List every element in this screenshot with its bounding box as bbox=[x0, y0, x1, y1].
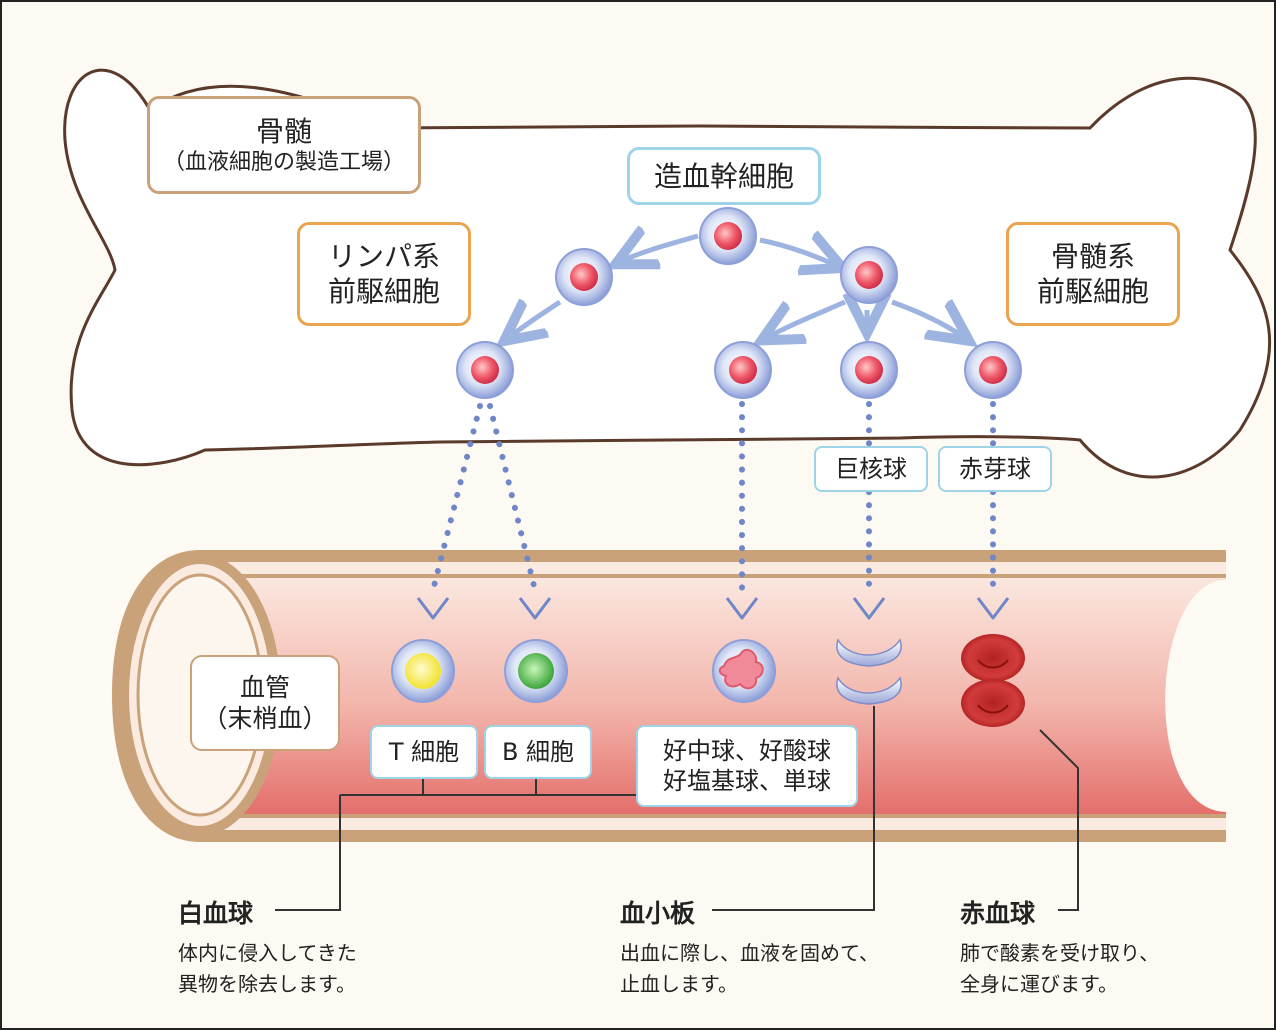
lymphoid-progenitor-cell bbox=[555, 248, 613, 306]
white-blood-cell-desc-line1: 体内に侵入してきた bbox=[178, 941, 357, 965]
platelet-title: 血小板 bbox=[620, 899, 696, 928]
b-cell-box: B 細胞 bbox=[484, 725, 592, 779]
white-blood-cell-desc-line2: 異物を除去します。 bbox=[178, 972, 356, 996]
platelet-icon bbox=[836, 638, 902, 705]
lymphoid-progenitor-box: リンパ系 前駆細胞 bbox=[297, 222, 471, 326]
myeloid-progenitor-cell bbox=[840, 246, 898, 304]
arrow-heads bbox=[416, 597, 1010, 620]
platelet-desc-line2: 止血します。 bbox=[620, 972, 738, 996]
vessel-subtitle: （末梢血） bbox=[202, 704, 328, 733]
red-blood-cell-desc: 肺で酸素を受け取り、 全身に運びます。 bbox=[960, 938, 1159, 1000]
lymphoid-progenitor-line1: リンパ系 bbox=[327, 240, 440, 273]
lymphocyte-precursor-cell bbox=[456, 341, 514, 399]
dotted-arrows bbox=[430, 401, 996, 593]
bone-marrow-box: 骨髄 （血液細胞の製造工場） bbox=[147, 96, 421, 194]
b-cell-label: B 細胞 bbox=[501, 738, 575, 766]
hematopoietic-stem-cell bbox=[699, 207, 757, 265]
megakaryocyte-label: 巨核球 bbox=[835, 455, 907, 483]
white-blood-cell-desc: 体内に侵入してきた 異物を除去します。 bbox=[178, 938, 357, 1000]
myeloid-progenitor-line1: 骨髄系 bbox=[1050, 240, 1135, 273]
white-blood-cell-title: 白血球 bbox=[178, 899, 254, 928]
red-blood-cell-desc-line2: 全身に運びます。 bbox=[960, 972, 1118, 996]
myeloblast-cell bbox=[714, 341, 772, 399]
red-blood-cell-desc-line1: 肺で酸素を受け取り、 bbox=[960, 941, 1160, 965]
bone-marrow-title: 骨髄 bbox=[255, 114, 312, 148]
erythroblast-box: 赤芽球 bbox=[938, 446, 1052, 492]
bone-marrow-subtitle: （血液細胞の製造工場） bbox=[162, 149, 405, 175]
granulocyte-icon bbox=[712, 639, 776, 703]
megakaryocyte-cell bbox=[840, 341, 898, 399]
t-cell-box: T 細胞 bbox=[370, 725, 478, 779]
myeloid-progenitor-box: 骨髄系 前駆細胞 bbox=[1006, 222, 1180, 326]
connector-lines bbox=[275, 706, 1079, 911]
megakaryocyte-box: 巨核球 bbox=[814, 446, 928, 492]
differentiation-arrows bbox=[508, 236, 965, 338]
myeloid-progenitor-line2: 前駆細胞 bbox=[1036, 275, 1149, 308]
red-blood-cell-title: 赤血球 bbox=[960, 899, 1036, 928]
red-blood-cell-icon bbox=[961, 634, 1025, 727]
vessel-title: 血管 bbox=[239, 672, 290, 702]
stem-cell-label: 造血幹細胞 bbox=[653, 159, 794, 193]
granulocytes-box: 好中球、好酸球 好塩基球、単球 bbox=[636, 725, 858, 807]
stem-cell-box: 造血幹細胞 bbox=[627, 147, 821, 205]
erythroblast-label: 赤芽球 bbox=[959, 455, 1031, 483]
granulocytes-line2: 好塩基球、単球 bbox=[663, 767, 831, 795]
t-cell-icon bbox=[391, 639, 455, 703]
lymphoid-progenitor-line2: 前駆細胞 bbox=[327, 275, 440, 308]
b-cell-icon bbox=[504, 639, 568, 703]
erythroblast-cell bbox=[964, 341, 1022, 399]
platelet-desc-line1: 出血に際し、血液を固めて、 bbox=[620, 941, 879, 965]
granulocytes-line1: 好中球、好酸球 bbox=[663, 737, 831, 765]
t-cell-label: T 細胞 bbox=[388, 738, 460, 766]
platelet-desc: 出血に際し、血液を固めて、 止血します。 bbox=[620, 938, 879, 1000]
vessel-box: 血管 （末梢血） bbox=[190, 655, 340, 751]
